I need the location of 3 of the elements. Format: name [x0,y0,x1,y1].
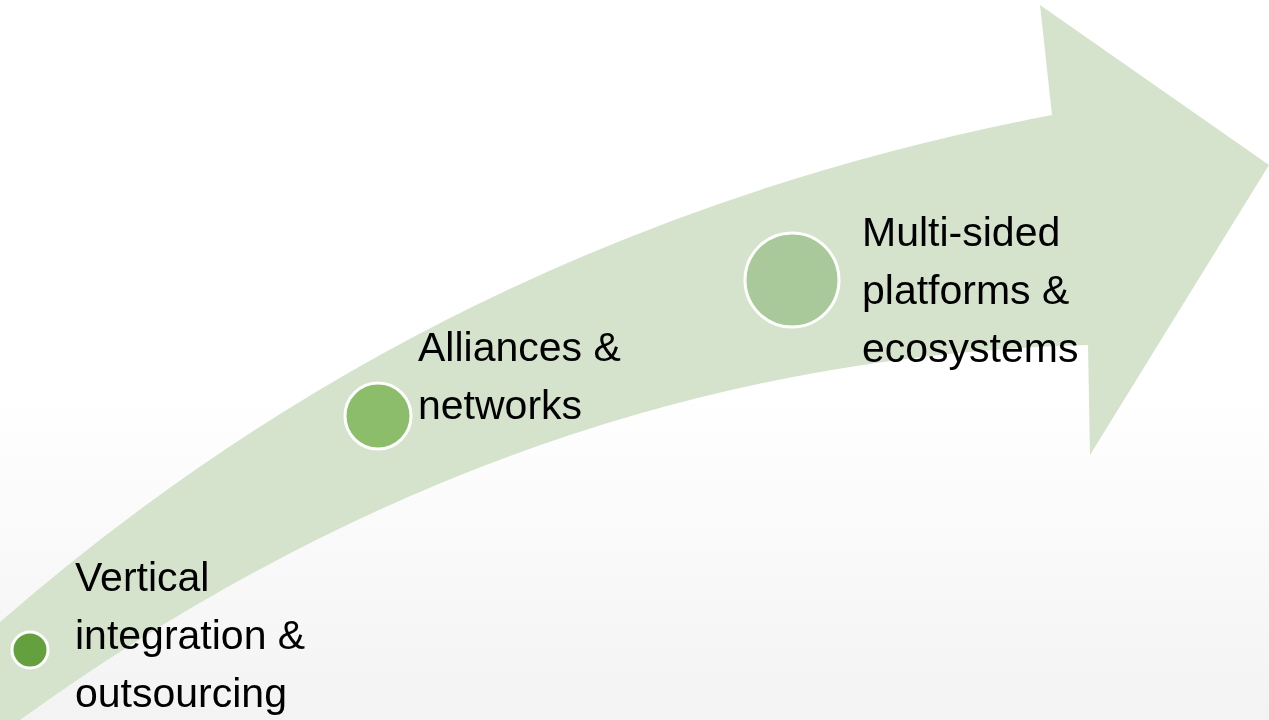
stage-label: Alliances & networks [418,323,622,430]
stage-label: Vertical integration & outsourcing [75,553,307,718]
stage-label: Multi-sided platforms & ecosystems [862,208,1080,373]
